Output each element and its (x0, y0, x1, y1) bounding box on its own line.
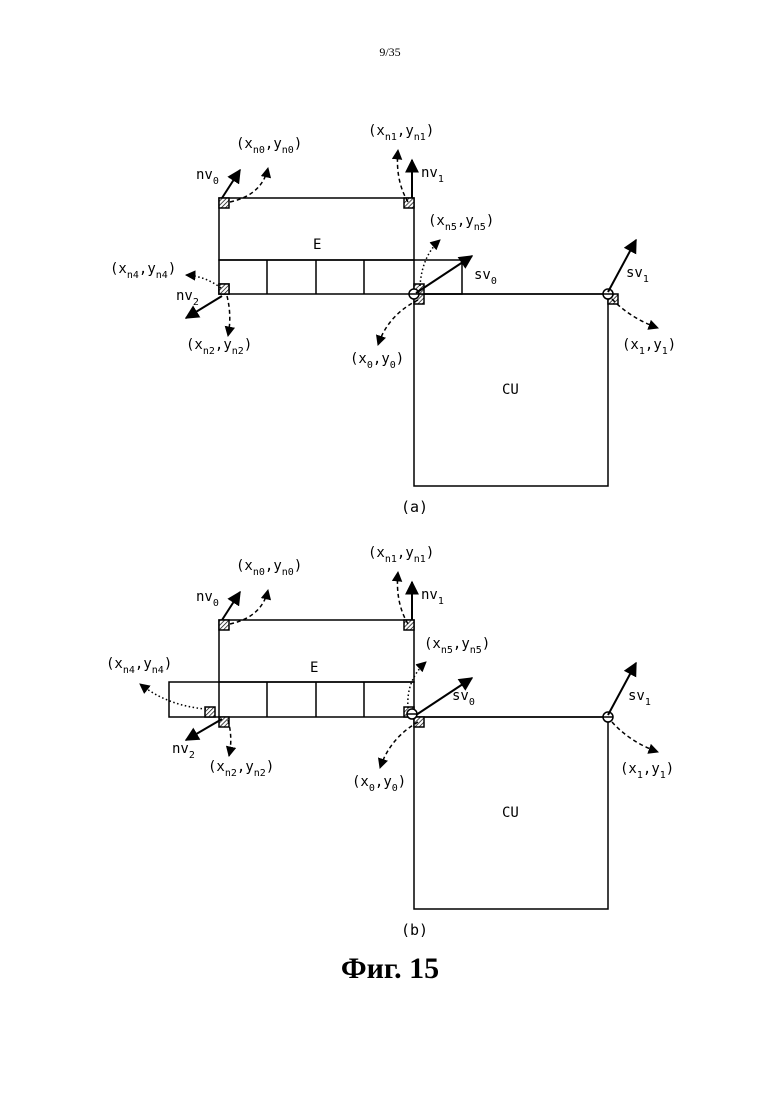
panel-b-label-xn4: (xn4,yn4) (106, 656, 172, 676)
panel-b (140, 572, 658, 909)
panel-b-label-nv1: nv1 (421, 587, 444, 607)
panel-b-arrow-xn5 (408, 662, 426, 708)
panel-b-label-sv1: sv1 (628, 688, 651, 708)
panel-a-arrow-xn2 (227, 296, 230, 336)
panel-a-label-e: E (313, 237, 321, 253)
panel-b-label-cu: CU (502, 805, 519, 821)
panel-a-label-sv1: sv1 (626, 265, 649, 285)
panel-a-label-x1: (x1,y1) (622, 337, 676, 357)
panel-b-label-x1: (x1,y1) (620, 761, 674, 781)
panel-a-label-nv2: nv2 (176, 288, 199, 308)
panel-a-corner-n0 (219, 198, 229, 208)
panel-a-label-xn2: (xn2,yn2) (186, 337, 252, 357)
panel-a-arrow-xn1 (397, 150, 408, 202)
panel-a-label-cu: CU (502, 382, 519, 398)
panel-a-corner-n1 (404, 198, 414, 208)
panel-b-corner-n2 (219, 717, 229, 727)
panel-a-corner-n4 (219, 284, 229, 294)
panel-b-label-xn0: (xn0,yn0) (236, 558, 302, 578)
panel-a-vector-nv0 (222, 170, 240, 198)
panel-b-corner-n4 (205, 707, 215, 717)
panel-b-label-xn2: (xn2,yn2) (208, 759, 274, 779)
panel-b-label-sv0: sv0 (452, 688, 475, 708)
panel-a-label-nv1: nv1 (421, 165, 444, 185)
panel-b-label-xn1: (xn1,yn1) (368, 545, 434, 565)
panel-a-label-x0: (x0,y0) (350, 351, 404, 371)
panel-b-arrow-xn0 (230, 590, 268, 624)
panel-b-corner-n1 (404, 620, 414, 630)
panel-a-e-row (219, 260, 462, 294)
panel-a-label-xn0: (xn0,yn0) (236, 136, 302, 156)
panel-a (186, 150, 658, 486)
panel-b-label-xn5: (xn5,yn5) (424, 636, 490, 656)
panel-b-label-nv2: nv2 (172, 741, 195, 761)
panel-b-labels: E CU (b) nv0 nv1 nv2 sv0 sv1 (xn0,yn0) (… (106, 545, 674, 939)
figure-caption: Фиг. 15 (0, 952, 780, 986)
panel-b-vector-nv0 (222, 592, 240, 620)
panel-a-caption: (a) (401, 498, 428, 516)
panel-a-arrow-x0 (378, 300, 418, 345)
panel-b-caption: (b) (401, 921, 428, 939)
panel-a-label-sv0: sv0 (474, 267, 497, 287)
panel-b-arrow-x1 (612, 722, 658, 752)
panel-a-label-xn1: (xn1,yn1) (368, 123, 434, 143)
panel-a-arrow-xn4 (186, 275, 221, 288)
panel-a-arrow-x1 (612, 299, 658, 328)
panel-b-vector-nv2 (186, 719, 222, 740)
panel-b-label-x0: (x0,y0) (352, 774, 406, 794)
panel-b-arrow-xn4 (140, 684, 206, 709)
panel-b-corner-n0 (219, 620, 229, 630)
panel-b-arrow-x0 (380, 722, 418, 768)
panel-a-label-xn4: (xn4,yn4) (110, 261, 176, 281)
panel-a-label-xn5: (xn5,yn5) (428, 213, 494, 233)
panel-a-arrow-xn0 (230, 168, 268, 202)
panel-b-label-nv0: nv0 (196, 589, 219, 609)
panel-b-label-e: E (310, 660, 318, 676)
panel-a-label-nv0: nv0 (196, 167, 219, 187)
panel-b-arrow-xn1 (397, 572, 408, 624)
